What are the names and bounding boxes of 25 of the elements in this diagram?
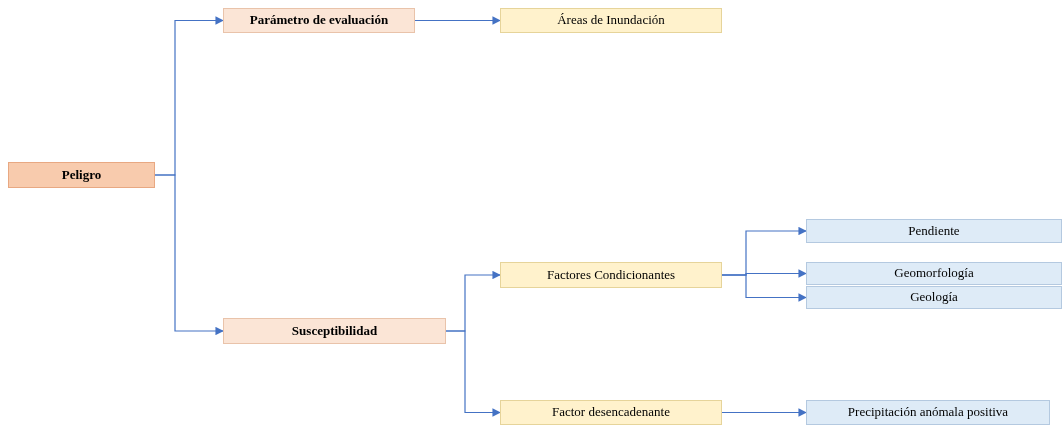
connector-arrow [154,174,224,336]
box-label: Geología [910,290,958,305]
process-box [500,400,722,425]
box-label: Áreas de Inundación [557,13,665,28]
process-box [806,400,1050,425]
connector-arrow [414,16,501,25]
process-box [223,318,446,344]
box-label: Pendiente [908,223,960,239]
process-box [806,219,1062,243]
box-label: Factores Condicionantes [546,267,676,283]
box-label: Geomorfología [894,266,974,281]
connector-arrow [445,330,501,417]
process-box [806,286,1062,309]
box-label: Precipitación anómala positiva [847,405,1009,420]
process-box [500,8,722,33]
box-label: Parámetro de evaluación [249,13,389,28]
connector-arrow [721,274,807,302]
process-box [223,8,415,33]
process-box [8,162,155,188]
box-label: Peligro [61,167,102,183]
process-box [500,262,722,288]
connector-arrow [721,408,807,417]
box-label: Susceptibilidad [291,323,378,339]
box-label: Factor desencadenante [552,405,670,420]
process-box [806,262,1062,285]
